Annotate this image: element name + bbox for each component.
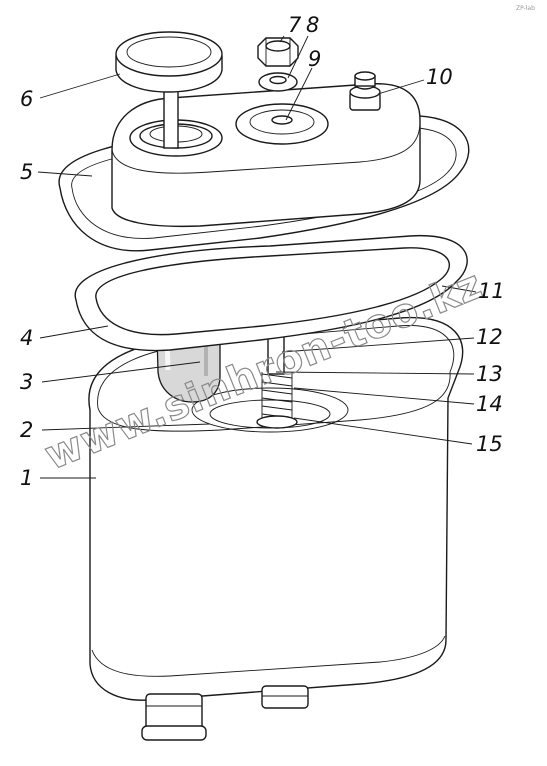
callout-13: 13	[476, 362, 503, 386]
callout-3: 3	[20, 370, 33, 394]
tank-body	[88, 316, 464, 741]
callout-10: 10	[426, 65, 453, 89]
callout-11: 11	[478, 279, 505, 303]
spring	[261, 373, 293, 419]
filler-cap	[115, 31, 223, 149]
callout-14: 14	[476, 392, 503, 416]
callout-9: 9	[308, 47, 321, 71]
outlet-pipe-right	[261, 685, 309, 709]
lid-gasket	[74, 235, 468, 352]
corner-mark: ZP-lab	[516, 5, 535, 12]
outlet-flange-left	[141, 725, 207, 741]
leader-lines	[37, 35, 477, 479]
callout-1: 1	[20, 466, 33, 490]
callout-15: 15	[476, 432, 503, 456]
callout-8: 8	[306, 13, 319, 37]
callout-4: 4	[20, 326, 33, 350]
callout-2: 2	[20, 418, 33, 442]
nut	[257, 37, 299, 67]
callout-7: 7	[288, 13, 302, 37]
washer	[258, 72, 298, 92]
callout-5: 5	[20, 160, 33, 184]
callout-6: 6	[20, 87, 33, 111]
lid	[58, 71, 470, 252]
spring-washer	[256, 415, 298, 429]
callout-12: 12	[476, 325, 503, 349]
callout-numbers: 1 2 3 4 5 6 7 8 9 10 11 12 13 14 15	[20, 13, 505, 490]
